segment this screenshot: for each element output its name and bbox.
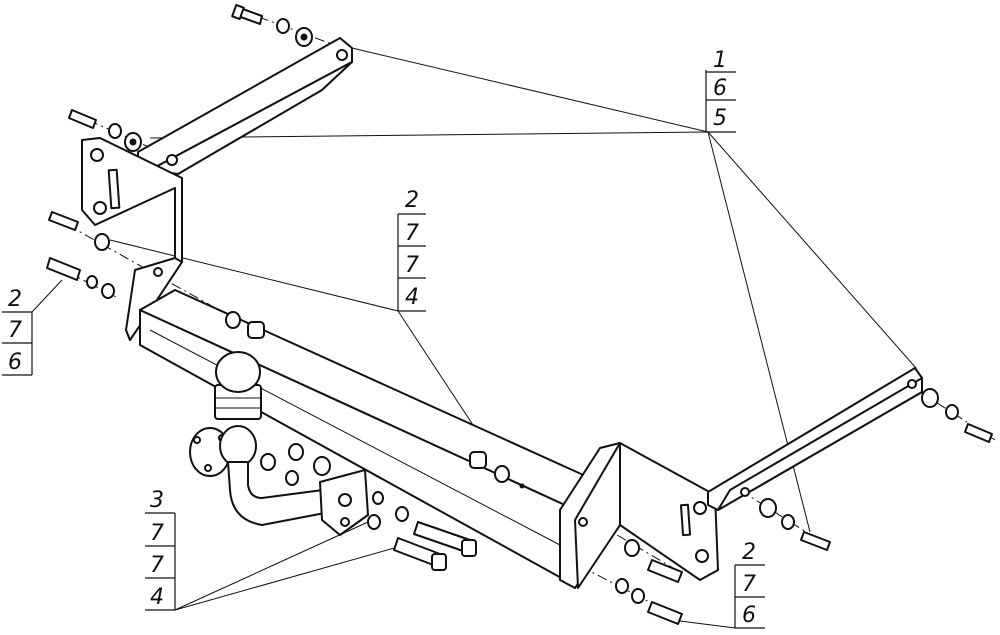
callout-left-value-1: 2	[8, 287, 22, 312]
fasteners	[46, 3, 993, 625]
callout-bottom-left: 3 7 7 4	[145, 488, 176, 611]
callout-center-value-3: 7	[405, 253, 419, 278]
callout-top-right-value-1: 1	[713, 48, 727, 73]
callout-center-value-2: 7	[405, 221, 419, 246]
tow-ball-upper	[214, 351, 262, 420]
bolt-top	[231, 3, 263, 25]
callout-bottom-left-value-1: 3	[150, 488, 164, 513]
callout-bottom-right: 2 7 6	[734, 540, 765, 629]
callout-top-right-value-2: 6	[713, 76, 727, 101]
callout-left: 2 7 6	[2, 287, 33, 376]
callout-top-right-value-3: 5	[713, 106, 727, 131]
bolt-upper-left	[68, 109, 97, 129]
callout-center: 2 7 7 4	[397, 188, 426, 312]
right-side-plate	[559, 442, 719, 589]
callout-bottom-right-value-1: 2	[742, 540, 756, 565]
callout-bottom-right-value-3: 6	[742, 603, 756, 628]
callout-bottom-right-value-2: 7	[742, 572, 756, 597]
callout-bottom-left-value-4: 4	[150, 585, 164, 610]
callout-bottom-left-value-3: 7	[150, 553, 164, 578]
callout-center-value-1: 2	[405, 188, 419, 213]
callout-top-right: 1 6 5	[705, 48, 736, 133]
callout-left-value-2: 7	[8, 318, 22, 343]
callout-center-value-4: 4	[405, 285, 419, 310]
callout-bottom-left-value-2: 7	[150, 521, 164, 546]
right-long-bracket	[707, 367, 923, 511]
left-long-bracket	[137, 37, 353, 175]
hitch-arm	[189, 425, 369, 536]
callout-left-value-3: 6	[8, 350, 22, 375]
